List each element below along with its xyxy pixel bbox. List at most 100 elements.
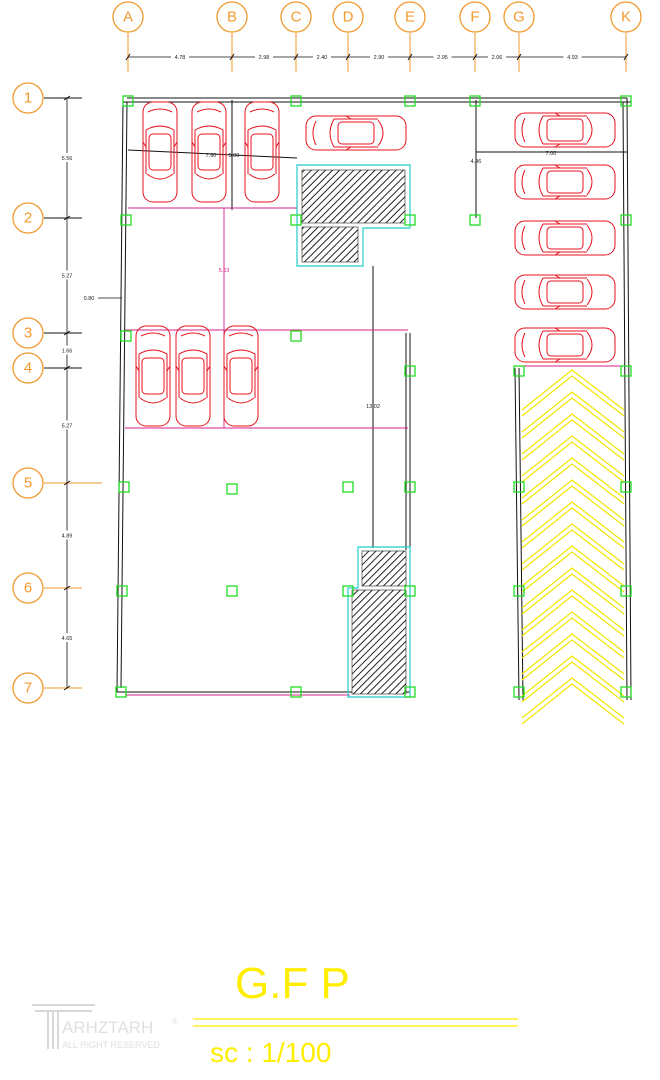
parked-cars [135,101,616,427]
axis-bubble [332,1,364,33]
car [514,327,616,363]
axis-bubble [394,1,426,33]
structural-columns [115,95,632,698]
car [142,101,178,203]
axis-bubble [12,202,44,234]
column-marker [290,330,302,342]
column-marker [342,585,354,597]
axis-label-3: 3 [24,325,32,342]
axis-bubble [12,467,44,499]
dimension-label: 5.56 [62,156,73,162]
column-marker [620,686,632,698]
column-marker [290,95,302,107]
column-marker [120,330,132,342]
axis-label-1: 1 [24,90,32,107]
column-marker [290,214,302,226]
axis-bubble [610,1,642,33]
column-marker [226,483,238,495]
column-marker [342,481,354,493]
column-marker [404,95,416,107]
column-marker [404,585,416,597]
car [175,325,211,427]
column-marker [513,686,525,698]
dimension-label: 2.90 [374,55,385,61]
column-marker [404,481,416,493]
axis-bubble [280,1,312,33]
dimension-label-parking-width: 7.90 [206,153,217,159]
car [223,325,259,427]
axis-label-K: K [621,9,631,26]
column-marker [116,585,128,597]
dimension-label: 1.66 [62,349,73,355]
column-marker [404,365,416,377]
axis-label-4: 4 [24,360,32,377]
logo-tagline: ALL RIGHT RESERVED [62,1040,160,1050]
column-marker [120,214,132,226]
axis-bubble [12,317,44,349]
tarhztarh-logo: ARHZTARH ALL RIGHT RESERVED ® [32,1004,178,1050]
ramp-chevrons [521,369,625,725]
axis-bubble [12,572,44,604]
dimension-label: 5.27 [62,424,73,430]
column-marker [115,686,127,698]
column-marker [122,95,134,107]
stair-shaft [296,164,411,267]
column-marker [404,214,416,226]
car [135,325,171,427]
axis-label-2: 2 [24,210,32,227]
axis-label-7: 7 [24,680,32,697]
car [514,220,616,256]
axis-bubble [12,82,44,114]
axis-label-E: E [405,9,415,26]
column-marker [513,585,525,597]
logo-brand: ARHZTARH [62,1018,153,1037]
dimension-label: 5.27 [62,274,73,280]
axis-label-F: F [470,9,479,26]
column-marker [513,365,525,377]
column-marker [620,214,632,226]
dimension-label: 4.93 [567,55,578,61]
car [514,164,616,200]
column-marker [620,585,632,597]
dimension-label: 4.89 [62,534,73,540]
dimension-label: 4.78 [175,55,186,61]
dimension-label-right-width: 7.00 [546,151,557,157]
column-marker [469,95,481,107]
axis-label-A: A [123,9,133,26]
column-marker [620,481,632,493]
axis-bubble [503,1,535,33]
dimension-label: 2.06 [492,55,503,61]
dimension-label: 2.98 [259,55,270,61]
axis-label-B: B [227,9,237,26]
axis-label-5: 5 [24,475,32,492]
car [244,101,280,203]
column-marker [469,214,481,226]
car [305,115,407,151]
column-marker [226,585,238,597]
logo-registered-mark: ® [172,1017,178,1026]
drawing-scale: sc : 1/100 [210,1037,331,1068]
axis-bubble [216,1,248,33]
dimension-label: 4.65 [62,636,73,642]
axis-bubble [12,672,44,704]
dimension-label-wall-offset: 0.80 [84,296,95,302]
column-marker [290,686,302,698]
axis-bubble [459,1,491,33]
axis-label-C: C [291,9,302,26]
column-marker [620,365,632,377]
axis-label-G: G [513,9,525,26]
drawing-title: G.F P [235,959,350,1008]
axis-bubble [112,1,144,33]
axis-bubble [12,352,44,384]
column-marker [118,481,130,493]
axis-label-D: D [343,9,354,26]
dimension-label: 2.40 [317,55,328,61]
dimension-label-parking-depth: 5.00 [229,153,240,159]
car [514,112,616,148]
column-marker [404,686,416,698]
elevator-shaft [347,546,411,698]
dimension-label: 2.95 [437,55,448,61]
car [191,101,227,203]
column-marker [620,95,632,107]
